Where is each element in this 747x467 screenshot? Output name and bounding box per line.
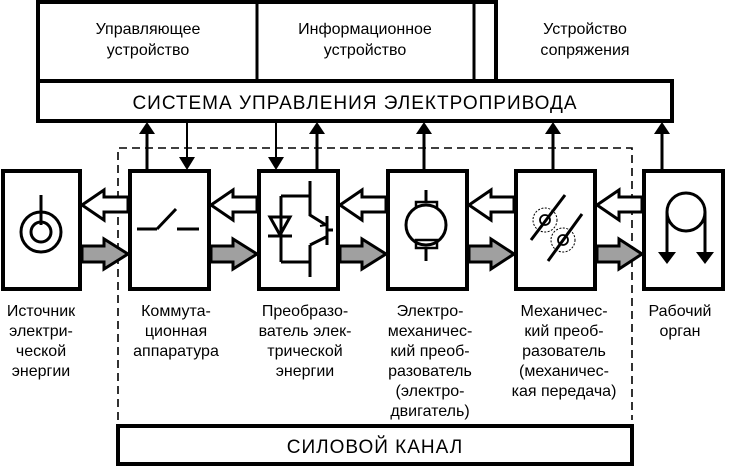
control-system-title: СИСТЕМА УПРАВЛЕНИЯ ЭЛЕКТРОПРИВОДА [132,93,577,114]
information-device-label: устройство [324,42,407,59]
arrow-down-icon [179,157,195,170]
power-channel-bar: СИЛОВОЙ КАНАЛ [116,424,634,466]
caption-line: разователь [522,343,606,360]
control-devices-frame [36,0,498,83]
caption-source: Источник электри- ческой энергии [7,303,76,380]
caption-line: ционная [145,323,207,340]
control-device-label: устройство [107,42,190,59]
energy-flow-arrows [80,236,645,272]
caption-line: трической [267,343,342,360]
caption-line: (электро- [395,383,464,400]
signal-lines [139,121,670,170]
block-source [1,169,82,291]
hollow-arrow-left-icon [594,187,644,223]
caption-line: Механичес- [520,303,607,320]
converter-box [257,169,340,291]
caption-line: аппаратура [133,343,219,360]
energy-arrow-right-icon [209,236,260,272]
caption-line: энергии [276,363,335,380]
caption-line: ватель элек- [259,323,352,340]
switch-icon [137,207,199,231]
caption-working-body: Рабочий орган [649,303,712,340]
caption-line: кая передача) [512,383,617,400]
caption-line: (механичес- [519,363,609,380]
control-system-frame [36,79,674,123]
caption-line: двигатель) [390,403,469,420]
pulley-icon [658,191,714,264]
caption-line: орган [659,323,700,340]
source-box [1,169,82,291]
caption-transmission: Механичес- кий преоб- разователь (механи… [512,303,617,400]
hollow-arrow-left-icon [79,187,130,223]
caption-switchgear: Коммута- ционная аппаратура [133,303,219,360]
arrow-down-icon [268,157,284,170]
caption-line: Рабочий [649,303,712,320]
block-motor [386,169,469,291]
control-system-bar: СИСТЕМА УПРАВЛЕНИЯ ЭЛЕКТРОПРИВОДА [36,79,674,123]
hollow-arrow-left-icon [208,187,259,223]
caption-line: кий преоб- [390,343,469,360]
energy-arrow-right-icon [80,236,131,272]
caption-line: разователь [388,363,472,380]
power-channel-frame [116,424,634,466]
energy-arrow-right-icon [595,236,645,272]
arrow-up-icon [416,122,432,134]
hollow-arrow-left-icon [337,187,388,223]
caption-motor: Электро- механичес- кий преоб- разовател… [388,303,473,420]
block-converter [257,169,340,291]
energy-source-icon [19,195,63,254]
energy-arrow-right-icon [467,236,517,272]
energy-arrow-right-icon [338,236,389,272]
control-device-label: Управляющее [96,21,201,38]
motor-icon [404,190,448,261]
hollow-arrow-left-icon [466,187,516,223]
interface-device-label: Устройство [543,21,627,38]
arrow-up-icon [309,122,325,134]
information-device-label: Информационное [298,21,432,38]
caption-line: кий преоб- [524,323,603,340]
caption-line: Преобразо- [262,303,348,320]
caption-line: Коммута- [141,303,211,320]
arrow-up-icon [654,122,670,134]
interface-device-label: сопряжения [540,42,629,59]
arrow-up-icon [139,122,155,134]
gears-icon [529,194,584,262]
caption-line: Источник [7,303,76,320]
transmission-box [514,169,597,291]
power-channel-title: СИЛОВОЙ КАНАЛ [287,436,463,458]
block-switchgear [128,169,211,291]
feedback-arrows [79,187,644,223]
block-transmission [514,169,597,291]
power-channel-boundary [117,147,633,420]
arrow-up-icon [545,122,561,134]
caption-line: Электро- [397,303,464,320]
block-working-body [642,169,725,291]
transistor-diode-icon [267,181,333,277]
caption-line: электри- [9,323,73,340]
caption-line: механичес- [388,323,473,340]
control-devices-row: Управляющее устройство Информационное ус… [36,0,630,83]
caption-converter: Преобразо- ватель элек- трической энерги… [259,303,352,380]
caption-line: энергии [12,363,71,380]
caption-line: ческой [16,343,66,360]
